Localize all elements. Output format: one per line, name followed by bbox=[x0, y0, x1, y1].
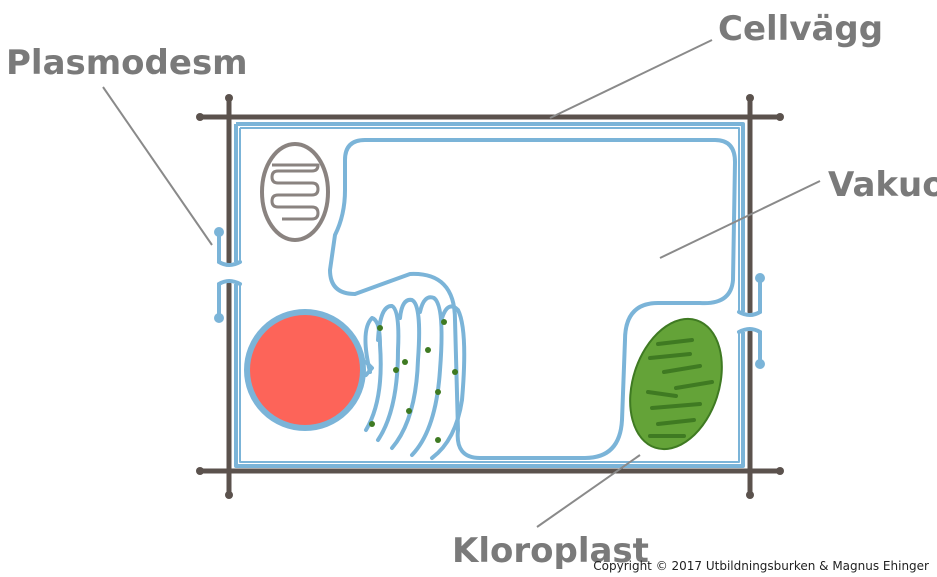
cell-membrane bbox=[234, 122, 745, 468]
cell-wall bbox=[197, 95, 783, 498]
label-kloroplast: Kloroplast bbox=[452, 531, 649, 571]
ribosomes bbox=[369, 319, 458, 443]
plasmodesm-right bbox=[737, 273, 765, 369]
vacuole bbox=[328, 138, 737, 460]
nucleus bbox=[244, 309, 366, 431]
leader-cellvagg bbox=[549, 39, 713, 119]
leader-kloroplast bbox=[536, 454, 641, 528]
leader-vakuol bbox=[659, 180, 821, 259]
copyright-text: Copyright © 2017 Utbildningsburken & Mag… bbox=[593, 559, 929, 573]
label-cellvagg: Cellvägg bbox=[718, 9, 883, 49]
label-plasmodesm: Plasmodesm bbox=[6, 43, 248, 83]
plasmodesm-left bbox=[214, 227, 242, 323]
endoplasmic-reticulum bbox=[363, 295, 467, 460]
chloroplast bbox=[629, 317, 723, 451]
label-vakuol: Vakuol bbox=[828, 165, 937, 205]
leader-plasmodesm bbox=[102, 86, 213, 246]
mitochondrion bbox=[260, 142, 330, 242]
